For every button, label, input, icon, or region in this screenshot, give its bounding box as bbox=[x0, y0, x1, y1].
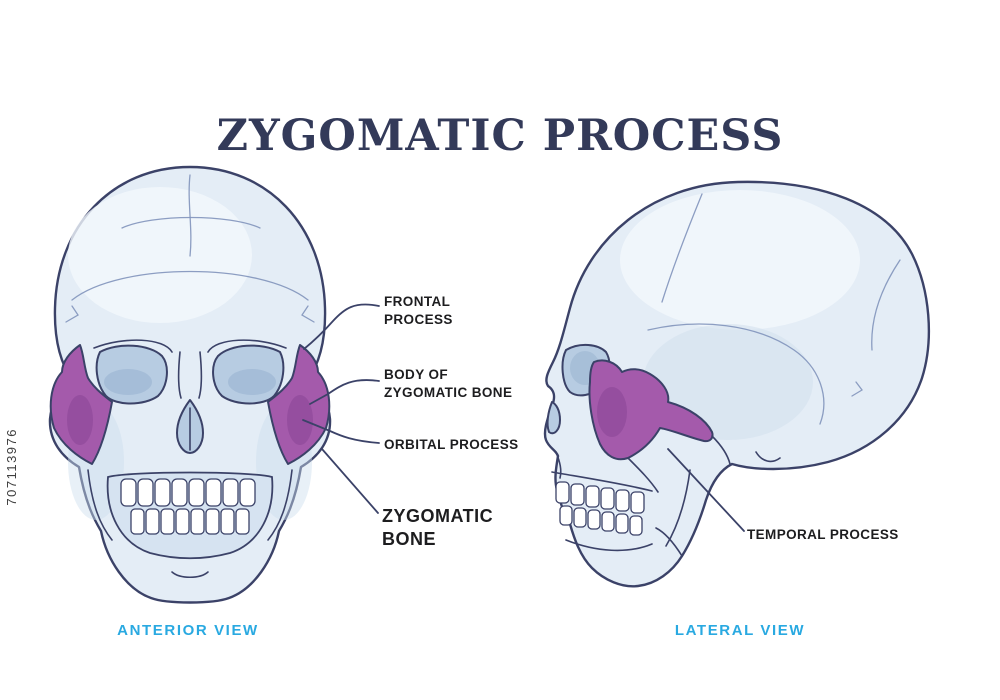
zygomatic-highlight-lateral bbox=[588, 359, 714, 461]
upper-teeth-lateral bbox=[555, 481, 645, 514]
label-frontal-process: FRONTAL PROCESS bbox=[384, 294, 453, 327]
leader-frontal-process bbox=[303, 303, 380, 350]
caption-anterior-view: ANTERIOR VIEW bbox=[117, 622, 259, 639]
leader-orbital-process bbox=[302, 419, 380, 444]
orbit-left-shadow bbox=[104, 369, 152, 395]
temple-suture-left bbox=[65, 305, 79, 323]
leader-temporal-process bbox=[667, 448, 745, 532]
frontal-shade-line bbox=[121, 216, 261, 229]
lateral-skull-highlight bbox=[620, 190, 860, 330]
cheek-to-jaw-line bbox=[627, 457, 659, 493]
mandible-inner-line bbox=[565, 539, 653, 552]
mastoid-notch bbox=[755, 451, 781, 463]
nasal-bridge-right bbox=[198, 351, 203, 399]
jaw-angle-line bbox=[655, 527, 683, 557]
leader-zygomatic-bone bbox=[321, 448, 379, 514]
upper-teeth-anterior bbox=[120, 478, 256, 507]
nasal-aperture-lateral bbox=[546, 401, 561, 435]
label-temporal-process: TEMPORAL PROCESS bbox=[747, 527, 899, 542]
zygomatic-shade-left bbox=[67, 395, 93, 445]
anterior-skull-highlight bbox=[68, 187, 252, 323]
metopic-suture bbox=[188, 174, 192, 257]
orbit-right-shadow bbox=[228, 369, 276, 395]
caption-lateral-view: LATERAL VIEW bbox=[674, 622, 806, 639]
label-orbital-process: ORBITAL PROCESS bbox=[384, 437, 519, 452]
anterior-skull-illustration bbox=[48, 165, 332, 604]
chin-crease bbox=[171, 571, 209, 579]
nasal-bridge-left bbox=[177, 351, 182, 399]
maxilla-line bbox=[555, 451, 562, 479]
upper-alveolar-line bbox=[551, 471, 653, 492]
ramus-front-edge bbox=[665, 469, 691, 547]
label-zygomatic-bone: ZYGOMATIC BONE bbox=[382, 506, 494, 549]
lateral-skull-illustration bbox=[543, 180, 931, 588]
zygomatic-shade-lateral bbox=[597, 387, 627, 437]
jaw-line-right bbox=[267, 469, 293, 541]
leader-body-of-zygomatic bbox=[309, 379, 380, 405]
temple-suture-right bbox=[301, 305, 315, 323]
lower-teeth-anterior bbox=[130, 508, 250, 535]
coronal-suture-lateral bbox=[661, 193, 703, 303]
watermark-id: 707113976 bbox=[4, 428, 19, 506]
brow-line-left bbox=[93, 339, 173, 353]
label-body-of-zygomatic-bone: BODY OF ZYGOMATIC BONE bbox=[384, 367, 513, 400]
coronal-suture bbox=[71, 270, 309, 301]
back-suture-zigzag bbox=[851, 381, 863, 397]
lower-teeth-lateral bbox=[559, 505, 643, 536]
jaw-line-left bbox=[87, 469, 113, 541]
zygomatic-shade-right bbox=[287, 395, 313, 445]
condyle-line bbox=[711, 435, 731, 465]
squamosal-suture bbox=[647, 323, 825, 425]
page-title: ZYGOMATIC PROCESS bbox=[216, 110, 784, 161]
lambdoid-suture bbox=[871, 259, 901, 351]
brow-line-right bbox=[207, 339, 287, 353]
leader-lines bbox=[302, 303, 745, 532]
